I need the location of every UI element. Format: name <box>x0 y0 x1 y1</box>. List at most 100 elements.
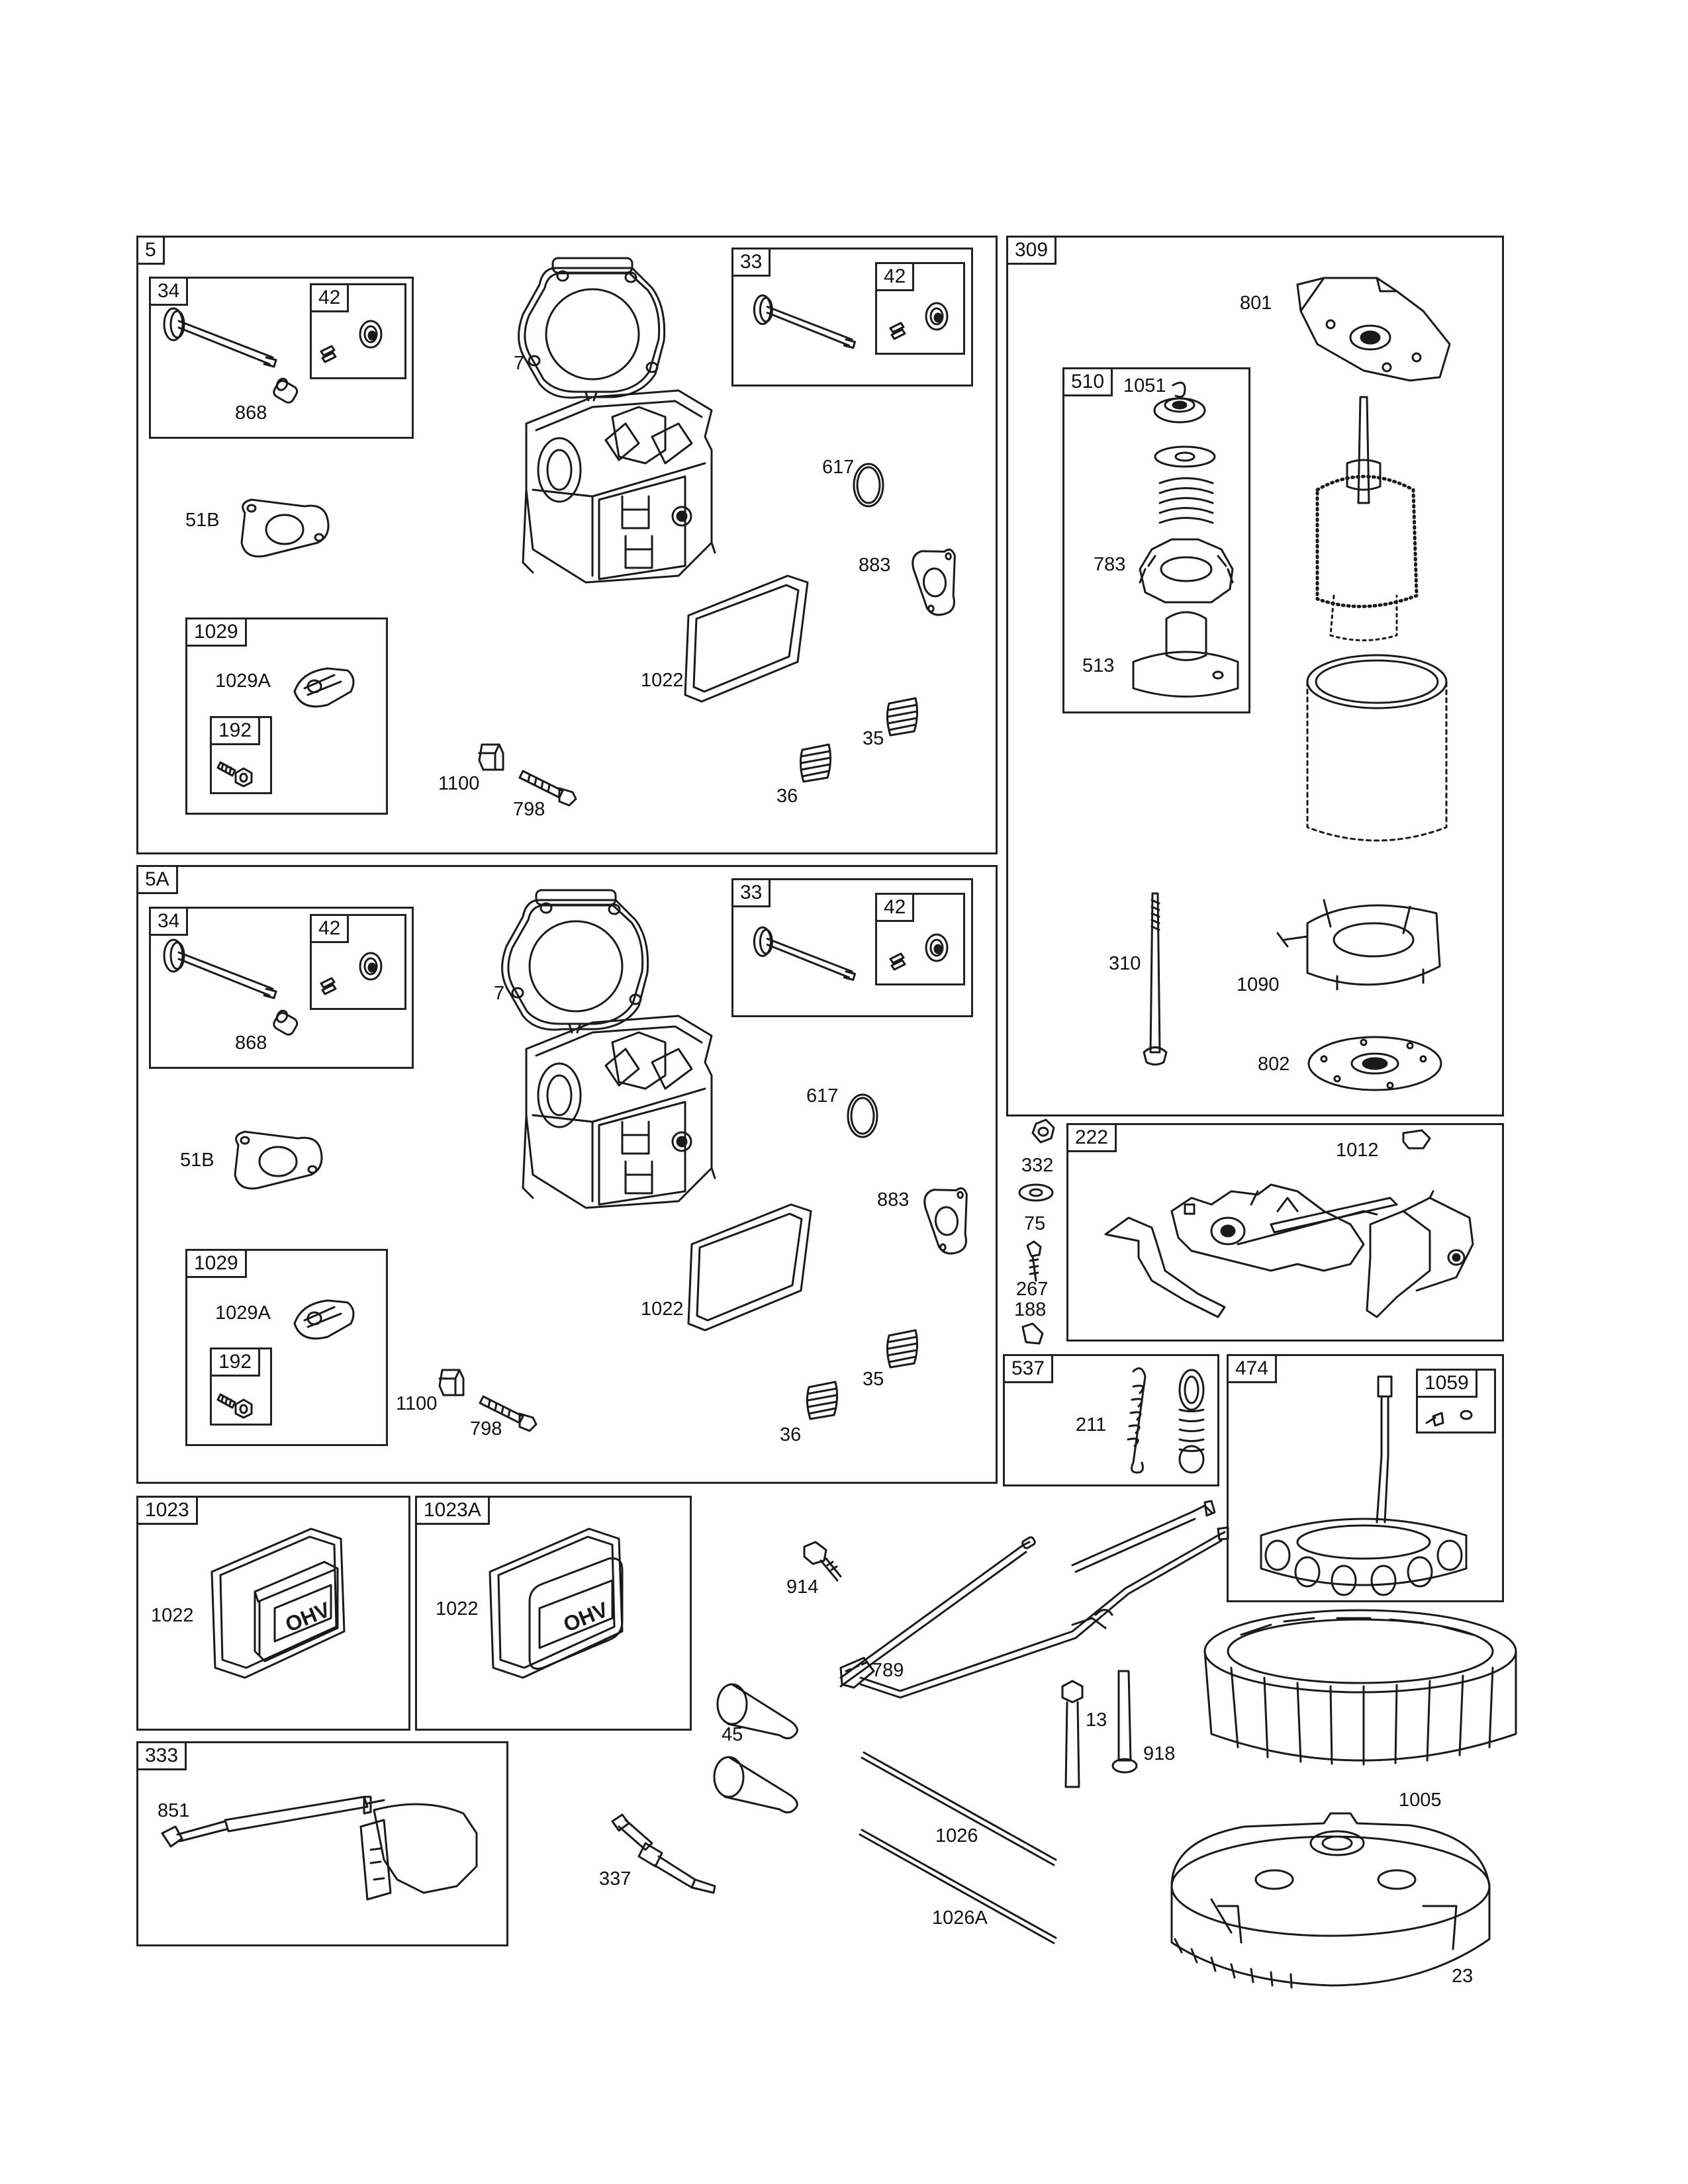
label-267: 267 <box>1016 1279 1049 1300</box>
label-5a-883: 883 <box>877 1189 910 1210</box>
box-42-tag: 42 <box>312 285 350 312</box>
flywheel-23 <box>1172 1813 1489 1987</box>
label-188: 188 <box>1014 1299 1047 1320</box>
section-1023: 1023 <box>136 1496 410 1731</box>
box-192-tag: 192 <box>212 1349 261 1377</box>
label-1023-1022: 1022 <box>151 1605 194 1626</box>
screw-914 <box>804 1542 841 1580</box>
section-537: 537 <box>1003 1354 1219 1486</box>
section-5-box-33: 33 <box>731 248 973 387</box>
label-13: 13 <box>1086 1709 1107 1731</box>
label-5a-35: 35 <box>863 1369 884 1390</box>
label-783: 783 <box>1094 554 1126 575</box>
label-5-7: 7 <box>514 353 525 374</box>
section-5a-box-33-42: 42 <box>875 893 965 985</box>
box-42-tag: 42 <box>877 264 915 291</box>
rod-1026 <box>862 1752 1056 1865</box>
section-309-tag: 309 <box>1008 238 1057 265</box>
pin-918 <box>1113 1671 1137 1772</box>
box-33-tag: 33 <box>733 250 771 277</box>
label-332: 332 <box>1021 1155 1054 1176</box>
label-801: 801 <box>1240 293 1272 314</box>
rod-45 <box>714 1684 797 1813</box>
box-192-tag: 192 <box>212 718 261 745</box>
box-1029-tag: 1029 <box>187 1251 247 1278</box>
section-5a-box-34: 34 <box>149 907 414 1069</box>
label-5-868: 868 <box>235 402 267 424</box>
label-5-1029a: 1029A <box>215 670 271 692</box>
section-5a: 5A <box>136 865 998 1484</box>
wire-harness-789 <box>841 1501 1228 1698</box>
label-1023a-1022: 1022 <box>436 1598 479 1619</box>
section-5-box-42: 42 <box>310 283 406 379</box>
label-513: 513 <box>1082 655 1115 676</box>
box-42-tag: 42 <box>312 916 350 943</box>
box-34-tag: 34 <box>151 279 189 306</box>
section-5: 5 <box>136 236 998 854</box>
label-211: 211 <box>1076 1414 1107 1435</box>
governor-hardware-art <box>1019 1120 1054 1343</box>
section-5a-box-42: 42 <box>310 914 406 1010</box>
label-75: 75 <box>1024 1213 1046 1234</box>
label-5-51b: 51B <box>185 510 220 531</box>
label-5a-617: 617 <box>806 1085 839 1107</box>
section-5-box-192: 192 <box>210 716 272 794</box>
label-5-35: 35 <box>863 728 884 749</box>
section-474: 474 <box>1227 1354 1504 1602</box>
section-474-art <box>1261 1377 1472 1595</box>
section-1023-tag: 1023 <box>138 1498 198 1525</box>
section-5-box-34: 34 <box>149 277 414 439</box>
box-34-tag: 34 <box>151 909 189 936</box>
flywheel-fan-1005 <box>1205 1610 1516 1764</box>
section-5-box-1029: 1029 <box>185 617 388 815</box>
section-1023a: 1023A <box>415 1496 692 1731</box>
label-5a-868: 868 <box>235 1032 267 1054</box>
section-222-tag: 222 <box>1068 1125 1117 1152</box>
spark-plug-337 <box>612 1815 715 1893</box>
label-5a-36: 36 <box>780 1424 802 1445</box>
rod-1026a <box>860 1830 1056 1943</box>
label-1026: 1026 <box>935 1825 978 1846</box>
section-5a-box-192: 192 <box>210 1347 272 1426</box>
label-918: 918 <box>1143 1743 1176 1764</box>
label-5a-798: 798 <box>470 1418 502 1439</box>
section-537-tag: 537 <box>1005 1356 1054 1383</box>
label-45: 45 <box>722 1724 743 1745</box>
section-309-art <box>1133 278 1450 1090</box>
section-510: 510 <box>1062 367 1250 713</box>
section-333: 333 <box>136 1741 508 1946</box>
section-5-tag: 5 <box>138 238 165 265</box>
section-1059: 1059 <box>1416 1369 1496 1433</box>
label-5-36: 36 <box>776 786 798 807</box>
bolt-13 <box>1062 1681 1082 1787</box>
label-5a-51b: 51B <box>180 1150 214 1171</box>
label-23: 23 <box>1452 1966 1474 1987</box>
box-33-tag: 33 <box>733 880 771 907</box>
label-789: 789 <box>872 1660 904 1681</box>
section-510-tag: 510 <box>1064 369 1113 396</box>
section-537-art <box>1128 1369 1203 1473</box>
label-1005: 1005 <box>1399 1790 1442 1811</box>
label-1026a: 1026A <box>932 1907 988 1929</box>
label-5-617: 617 <box>822 457 855 478</box>
label-802: 802 <box>1258 1054 1290 1075</box>
section-5-box-33-42: 42 <box>875 262 965 355</box>
label-5-798: 798 <box>513 799 545 820</box>
box-1029-tag: 1029 <box>187 619 247 647</box>
label-914: 914 <box>786 1576 819 1598</box>
label-5a-1022: 1022 <box>641 1298 684 1320</box>
label-851: 851 <box>158 1800 190 1821</box>
label-5-1022: 1022 <box>641 670 684 691</box>
section-474-tag: 474 <box>1229 1356 1278 1383</box>
section-222: 222 <box>1066 1123 1504 1342</box>
label-5a-7: 7 <box>494 983 505 1004</box>
label-1090: 1090 <box>1237 974 1280 995</box>
section-5a-art <box>163 889 973 1432</box>
section-5-art <box>163 257 961 807</box>
section-1059-tag: 1059 <box>1418 1371 1477 1398</box>
section-1023a-tag: 1023A <box>417 1498 490 1525</box>
label-5-1100: 1100 <box>438 773 480 794</box>
section-5a-box-33: 33 <box>731 878 973 1017</box>
label-310: 310 <box>1109 953 1141 974</box>
